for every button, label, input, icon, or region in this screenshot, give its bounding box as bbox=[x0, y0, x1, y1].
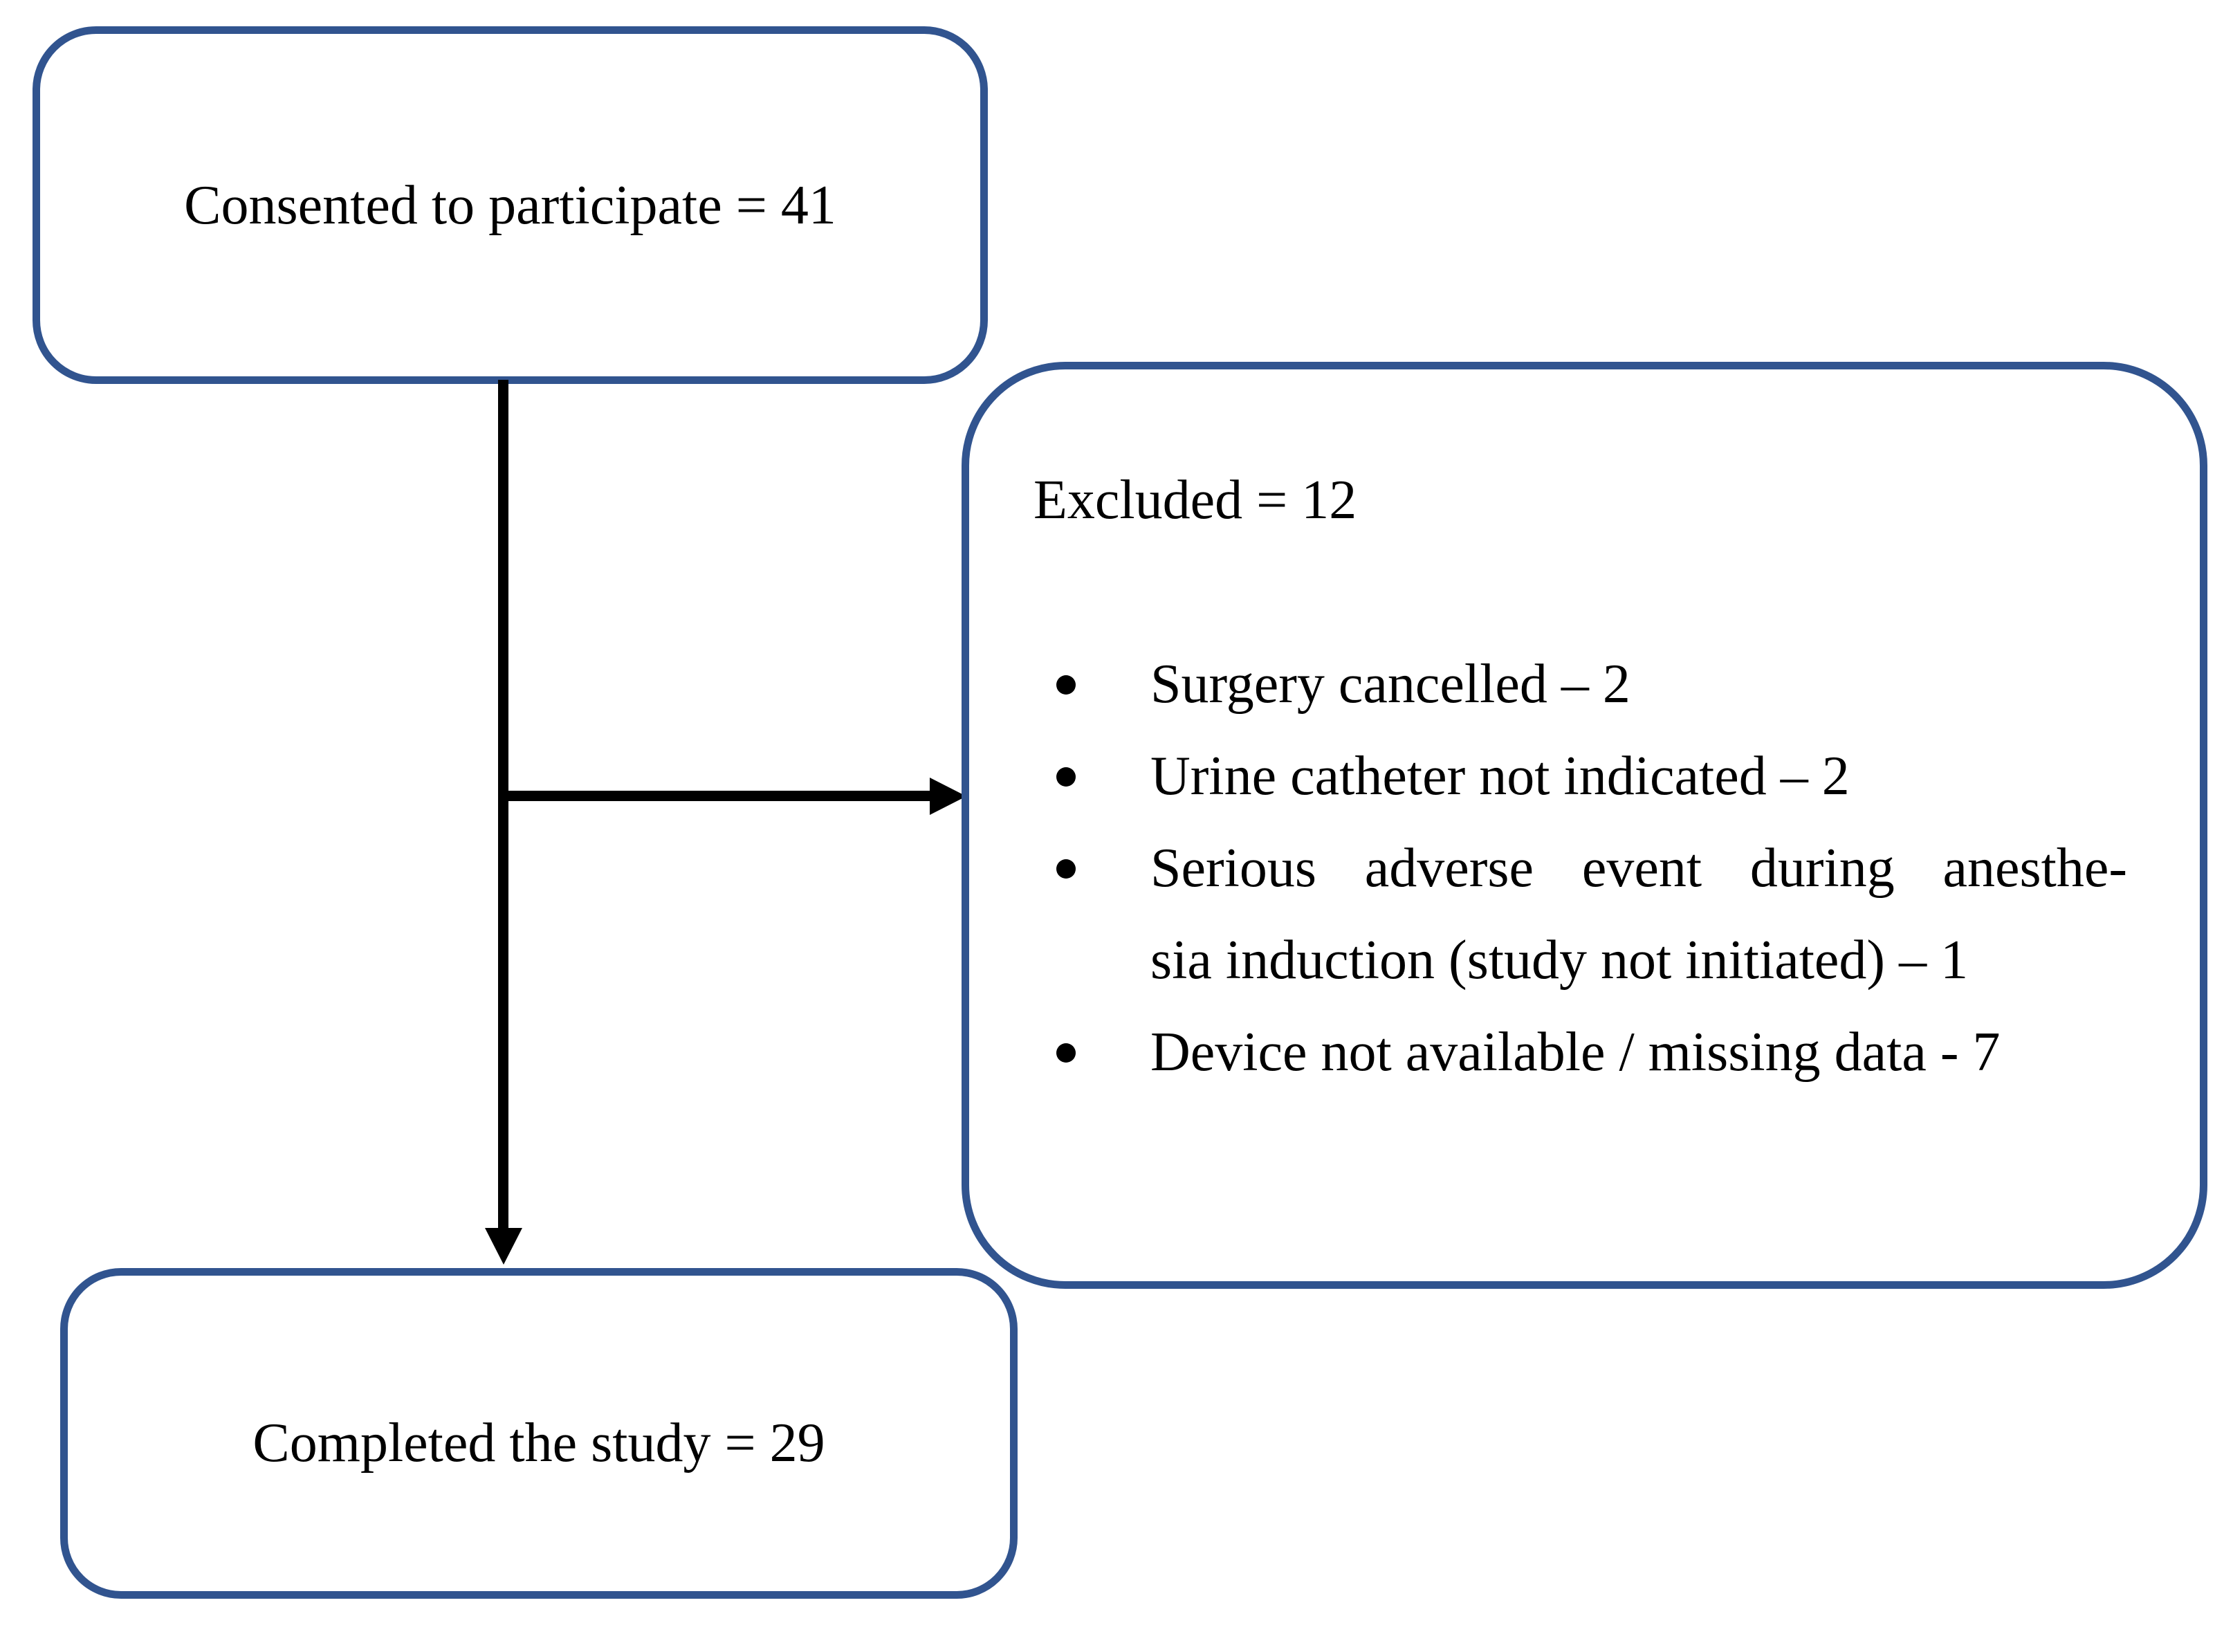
arrow-right-shaft bbox=[503, 791, 932, 801]
completed-box-label: Completed the study = 29 bbox=[252, 1413, 825, 1474]
excluded-reason-item: Urine catheter not indicated – 2 bbox=[969, 731, 2200, 823]
excluded-reason-line: Serious adverse event during anesthe- bbox=[1150, 838, 2127, 899]
excluded-reason-line: Surgery cancelled – 2 bbox=[1150, 654, 1630, 715]
arrow-down-shaft bbox=[498, 380, 508, 1229]
excluded-reason-line: Device not available / missing data - 7 bbox=[1150, 1022, 2001, 1083]
excluded-reason-item: Device not available / missing data - 7 bbox=[969, 1007, 2200, 1099]
excluded-reason-item: Serious adverse event during anesthe-sia… bbox=[969, 823, 2200, 1007]
arrow-right-head-icon bbox=[930, 778, 966, 815]
bullet-icon bbox=[1056, 859, 1076, 879]
bullet-icon bbox=[1056, 767, 1076, 787]
consented-box-label: Consented to participate = 41 bbox=[184, 174, 836, 236]
arrow-down-head-icon bbox=[485, 1228, 522, 1265]
bullet-icon bbox=[1056, 1043, 1076, 1063]
consented-box: Consented to participate = 41 bbox=[33, 26, 988, 384]
excluded-box: Excluded = 12 Surgery cancelled – 2 Urine… bbox=[962, 362, 2207, 1289]
excluded-box-title: Excluded = 12 bbox=[1033, 470, 1357, 531]
excluded-reason-line: sia induction (study not initiated) – 1 bbox=[1150, 930, 1969, 991]
bullet-icon bbox=[1056, 675, 1076, 695]
excluded-reason-item: Surgery cancelled – 2 bbox=[969, 639, 2200, 731]
completed-box: Completed the study = 29 bbox=[60, 1268, 1018, 1599]
excluded-reasons-list: Surgery cancelled – 2 Urine catheter not … bbox=[969, 639, 2200, 1099]
excluded-reason-line: Urine catheter not indicated – 2 bbox=[1150, 746, 1850, 807]
